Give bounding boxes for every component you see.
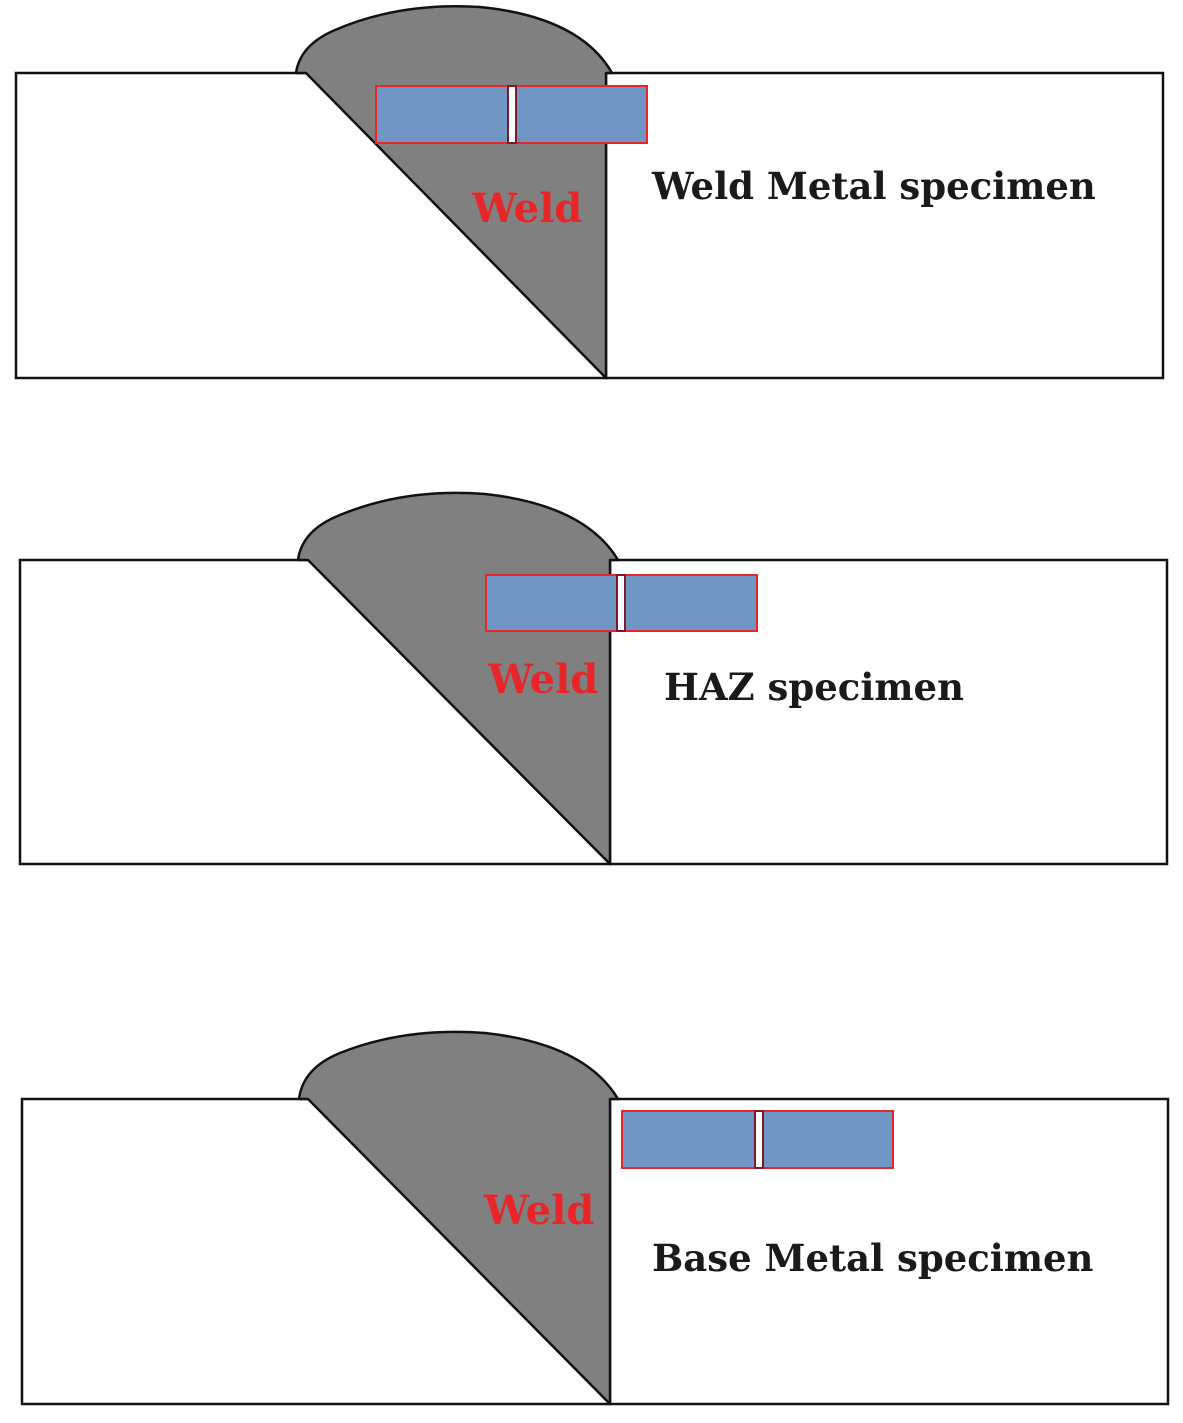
specimen-notch [754,1110,764,1169]
specimen-label: Weld Metal specimen [651,164,1096,208]
weld-label: Weld [487,656,598,703]
weld-label: Weld [483,1187,594,1234]
specimen-notch [616,574,626,632]
specimen-label: HAZ specimen [664,665,964,709]
panel-base-metal: Weld Base Metal specimen [20,1030,1170,1406]
panel-weld-metal: Weld Weld Metal specimen [14,4,1165,380]
panel-haz: Weld HAZ specimen [18,491,1169,866]
weld-label: Weld [471,185,582,232]
weld-bead [297,1030,620,1406]
plate-right [604,71,1165,380]
specimen-notch [507,85,517,144]
specimen-label: Base Metal specimen [652,1236,1094,1280]
